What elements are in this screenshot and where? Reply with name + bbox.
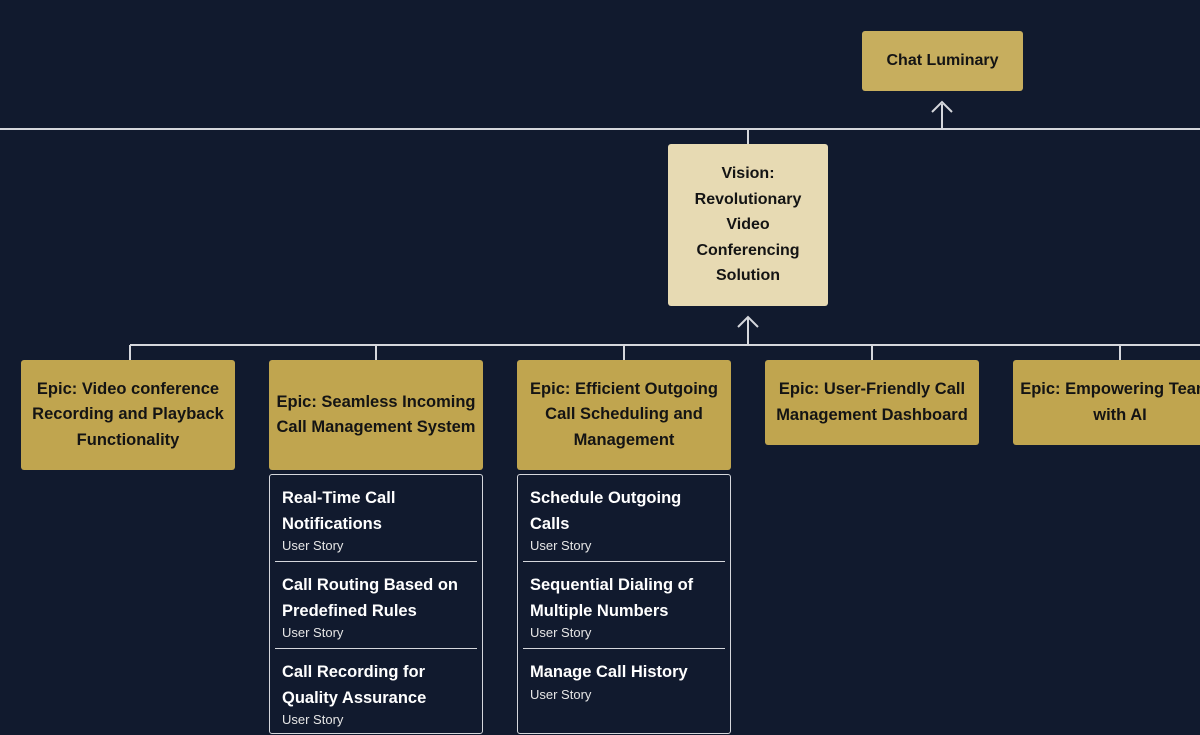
epic-node-ai[interactable]: Epic: Empowering Teams with AI (1013, 360, 1200, 445)
story-type-label: User Story (282, 538, 344, 553)
story-title: Real-Time Call Notifications (282, 489, 396, 533)
story-type-label: User Story (530, 625, 592, 640)
epic-node-outgoing[interactable]: Epic: Efficient Outgoing Call Scheduling… (517, 360, 731, 470)
story-type-label: User Story (530, 686, 592, 702)
story-title: Sequential Dialing of Multiple Numbers (530, 576, 694, 620)
epic-node-incoming[interactable]: Epic: Seamless Incoming Call Management … (269, 360, 483, 470)
epic-node-dashboard[interactable]: Epic: User-Friendly Call Management Dash… (765, 360, 979, 445)
story-type-label: User Story (282, 712, 344, 727)
story-card[interactable]: Call Routing Based on Predefined Rules U… (275, 562, 477, 649)
epic-title: Epic: Video conference Recording and Pla… (32, 379, 224, 449)
epic-title: Epic: Efficient Outgoing Call Scheduling… (530, 379, 718, 449)
root-title: Chat Luminary (886, 52, 999, 69)
diagram-canvas: Chat Luminary Vision: Revolutionary Vide… (0, 31, 1200, 734)
epic-node-recording[interactable]: Epic: Video conference Recording and Pla… (21, 360, 235, 470)
story-title: Call Recording for Quality Assurance (282, 663, 427, 707)
vision-title: Vision: Revolutionary Video Conferencing… (694, 165, 802, 285)
epic-title: Epic: Seamless Incoming Call Management … (276, 392, 476, 437)
vision-node[interactable]: Vision: Revolutionary Video Conferencing… (668, 144, 828, 306)
story-card[interactable]: Call Recording for Quality Assurance Use… (275, 649, 477, 735)
story-list-incoming: Real-Time Call Notifications User Story … (269, 474, 483, 734)
story-card[interactable]: Schedule Outgoing Calls User Story (523, 475, 725, 562)
story-title: Manage Call History (530, 663, 688, 681)
connector-lines (0, 100, 1200, 360)
story-list-outgoing: Schedule Outgoing Calls User Story Seque… (517, 474, 731, 734)
root-expand-caret (931, 100, 953, 113)
epic-title: Epic: Empowering Teams with AI (1020, 380, 1200, 424)
story-title: Schedule Outgoing Calls (530, 489, 682, 533)
story-type-label: User Story (282, 625, 344, 640)
story-title: Call Routing Based on Predefined Rules (282, 576, 459, 620)
root-node[interactable]: Chat Luminary (862, 31, 1023, 91)
story-card[interactable]: Real-Time Call Notifications User Story (275, 475, 477, 562)
vision-expand-caret (737, 315, 759, 328)
story-card[interactable]: Manage Call History User Story (523, 649, 725, 710)
epic-title: Epic: User-Friendly Call Management Dash… (776, 380, 968, 424)
story-type-label: User Story (530, 538, 592, 553)
story-card[interactable]: Sequential Dialing of Multiple Numbers U… (523, 562, 725, 649)
